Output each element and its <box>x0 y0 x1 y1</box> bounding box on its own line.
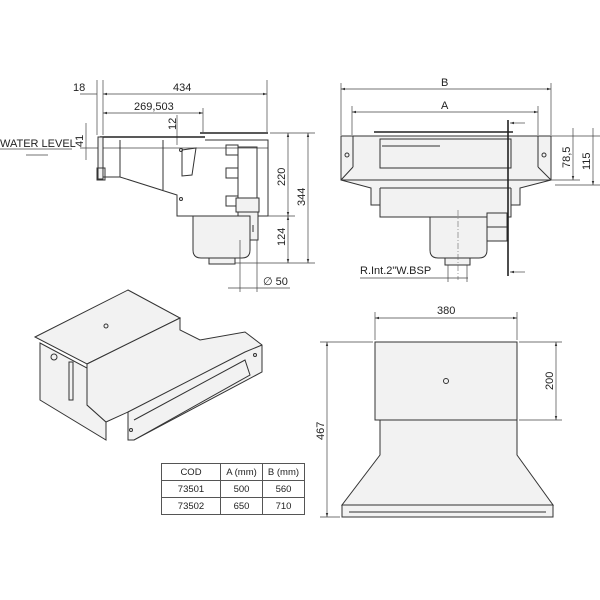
header-b: B (mm) <box>262 463 305 481</box>
front-view: B A 78,5 115 R.Int.2"W.BSP <box>340 77 600 282</box>
dim-flange: 18 <box>73 82 85 94</box>
dim-width: 380 <box>437 305 455 317</box>
dim-inner-width: A <box>441 100 449 112</box>
cell-cod: 73501 <box>161 480 221 498</box>
dim-outlet-diameter: ∅ 50 <box>263 276 288 288</box>
screw-icon <box>541 152 547 158</box>
thread-label: R.Int.2"W.BSP <box>360 265 431 277</box>
dim-offset: 269,503 <box>134 101 174 113</box>
table-header-row: COD A (mm) B (mm) <box>161 463 305 481</box>
dim-total-height: 344 <box>296 188 308 206</box>
dim-body-height: 220 <box>276 168 288 186</box>
dim-water-level: 41 <box>74 135 86 147</box>
header-cod: COD <box>161 463 221 481</box>
cell-cod: 73502 <box>161 497 221 515</box>
table-row: 73502 650 710 <box>161 497 305 515</box>
dim-flange-height: 115 <box>581 152 593 170</box>
dim-outer-width: B <box>441 77 448 89</box>
cell-a: 500 <box>220 480 263 498</box>
table-row: 73501 500 560 <box>161 480 305 498</box>
dim-overall-length: 434 <box>173 82 191 94</box>
spec-table: COD A (mm) B (mm) 73501 500 560 73502 65… <box>161 463 305 515</box>
dim-mouth-height: 78,5 <box>561 147 573 168</box>
header-a: A (mm) <box>220 463 263 481</box>
cell-a: 650 <box>220 497 263 515</box>
dim-depth: 200 <box>544 372 556 390</box>
dim-length: 467 <box>315 422 327 440</box>
dim-bucket-height: 124 <box>276 228 288 246</box>
screw-icon <box>344 152 350 158</box>
cell-b: 560 <box>262 480 305 498</box>
dim-lip: 12 <box>167 118 179 130</box>
top-view: 380 467 200 <box>315 305 562 518</box>
isometric-view <box>33 289 263 441</box>
cell-b: 710 <box>262 497 305 515</box>
water-level-label: WATER LEVEL <box>0 138 76 150</box>
side-view: 18 434 269,503 12 WATER LEVEL 41 <box>0 80 315 292</box>
